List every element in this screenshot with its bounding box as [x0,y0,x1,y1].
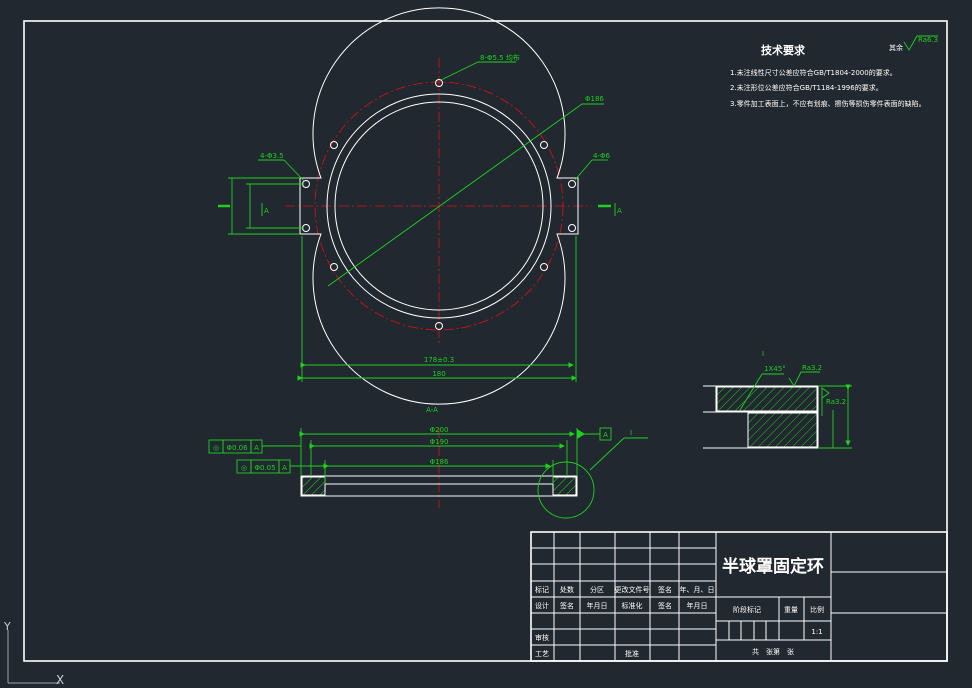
roughness-symbol-side [821,387,830,416]
holes-leader [440,61,479,81]
tb-standard-sign: 签名 [658,601,672,610]
tb-design-sign: 签名 [560,601,574,610]
tech-requirements: 技术要求 1.未注线性尺寸公差应符合GB/T1804-2000的要求。 2.未注… [730,43,926,108]
tb-weight: 重量 [784,606,798,614]
tech-requirement-2: 2.未注形位公差应符合GB/T1184-1996的要求。 [730,83,883,92]
detail-ra32-top: Ra3.2 [802,364,822,372]
left-hole-label: 4-Φ3.5 [260,152,284,160]
tb-process: 工艺 [535,650,549,658]
datum-letter: A [603,431,608,439]
rest-roughness-value: Ra6.3 [918,36,938,44]
bolt-holes [302,79,576,330]
detail-hatch-bottom [747,412,818,448]
detail-mark: I [630,429,632,437]
gdt2-sym: ◎ [241,464,247,472]
plan-view: 8-Φ5.5 均布 Φ186 4-Φ3.5 4-Φ6 A A [218,7,622,405]
gdt-frame-1: ◎ Φ0.06 A [208,439,301,454]
chamfer-label: 1X45° [764,365,786,373]
gdt1-val: Φ0.06 [226,444,248,452]
tb-standard: 标准化 [622,601,643,610]
chamfer-leader [739,373,763,411]
tb-stage: 阶段标记 [733,605,761,614]
tb-design-date: 年月日 [587,601,608,610]
holes-label: 8-Φ5.5 均布 [480,53,520,62]
tb-zone: 分区 [590,585,604,594]
ucs-y-label: Y [3,620,11,633]
gdt1-sym: ◎ [213,444,219,452]
width-dimensions: 178±0.3 180 [297,236,577,382]
roughness-symbol [903,35,938,51]
bolt-hole [435,79,443,87]
detail-view: I 1X45° Ra3.2 Ra3.2 [703,350,852,449]
right-hole-leader [574,159,593,181]
detail-circle [537,461,595,519]
dim-width-tol: 178±0.3 [424,356,454,364]
detail-hatch-top [716,386,818,412]
gdt1-ref: A [254,444,259,452]
inner-ring-1 [326,93,552,319]
bolt-hole [330,263,338,271]
gdt-frame-2: ◎ Φ0.05 A [236,459,325,474]
detail-ra32-side: Ra3.2 [826,398,846,406]
tb-approve: 批准 [625,649,639,658]
tech-requirement-3: 3.零件加工表面上，不应有划痕、擦伤等损伤零件表面的缺陷。 [730,99,926,108]
ucs-icon: Y X [3,620,64,687]
title-block [530,531,948,662]
gdt-cell [278,459,291,474]
dim-inner: Φ186 [430,458,449,466]
section-hatch-right [552,476,577,496]
detail-title: I [762,350,764,358]
tb-count: 处数 [560,585,574,594]
bolt-hole [540,263,548,271]
inner-ring-2 [334,101,544,311]
tb-change-doc: 更改文件号 [615,585,650,594]
bolt-hole [330,141,338,149]
lug-hole [568,180,576,188]
dim-outer: Φ200 [430,426,449,434]
lug-hole [568,224,576,232]
tb-sign: 签名 [658,585,672,594]
dia-leader [327,103,583,287]
dia-label: Φ186 [585,95,604,103]
bolt-hole [435,322,443,330]
tech-requirement-1: 1.未注线性尺寸公差应符合GB/T1804-2000的要求。 [730,68,897,77]
gdt-cell [250,439,263,454]
section-hatch-left [301,476,326,496]
tb-scale-value: 1:1 [811,628,822,636]
section-body [300,475,578,497]
ucs-x-label: X [56,673,64,687]
tb-design: 设计 [535,601,549,610]
tb-sheet: 共 张第 张 [752,647,794,656]
tb-standard-date: 年月日 [687,601,708,610]
section-view: A-A Φ200 Φ190 Φ186 A ◎ Φ0.06 A [208,406,648,519]
bolt-hole [540,141,548,149]
lug-dimensions: A A [218,177,622,235]
tb-review: 审核 [535,633,549,642]
roughness-symbol-detail [788,371,820,387]
section-title: A-A [426,406,438,414]
right-hole-label: 4-Φ6 [593,152,610,160]
drawing-border [23,20,948,662]
detail-outline [703,385,819,449]
section-mark-right: A [617,207,622,215]
dim-width: 180 [432,370,445,378]
left-hole-leader [283,159,305,182]
title-block-text: 半球罩固定环 标记 处数 分区 更改文件号 签名 年、月、日 设计 签名 年月日… [535,556,824,658]
dim-mid: Φ190 [430,438,449,446]
datum-triangle [577,429,585,439]
datum-box [599,427,612,441]
detail-leader [589,437,625,471]
part-name: 半球罩固定环 [722,556,824,577]
section-mark-left: A [264,207,269,215]
tb-mark: 标记 [535,585,549,594]
gdt2-val: Φ0.05 [254,464,275,472]
surface-roughness-rest: 其余 Ra6.3 [889,35,938,52]
gdt2-ref: A [282,464,287,472]
tech-requirements-title: 技术要求 [761,43,806,57]
tb-date: 年、月、日 [680,585,715,594]
tb-scale-label: 比例 [810,605,824,614]
rest-label: 其余 [889,43,903,52]
